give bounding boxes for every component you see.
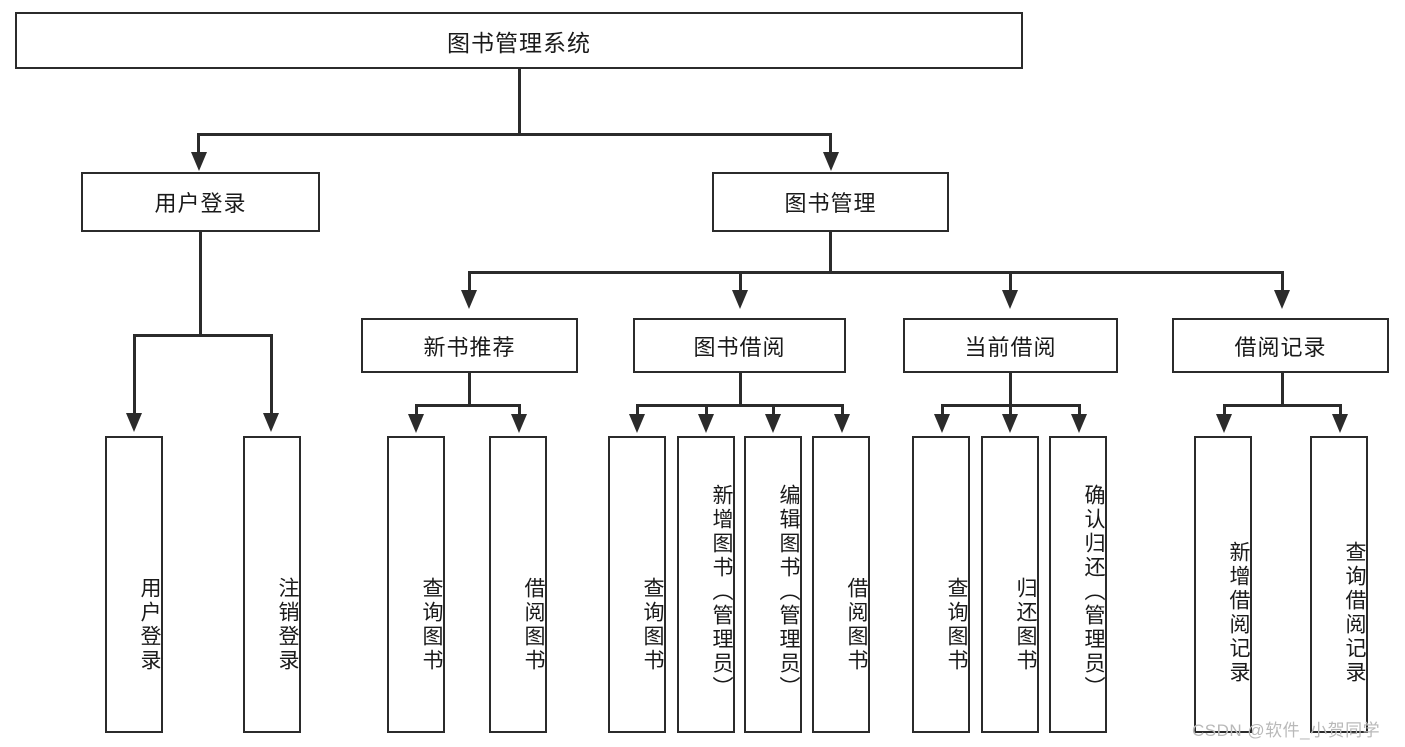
- connector-book-management-bus: [468, 271, 1282, 274]
- arrowhead-user-login: [191, 152, 207, 171]
- node-label: 新增借阅记录: [1227, 540, 1250, 685]
- connector-nbr-stem: [468, 373, 471, 406]
- node-label: 借阅图书: [522, 576, 545, 673]
- connector-bm-to-book-borrow: [739, 271, 742, 293]
- leaf-nbr-borrow-book[interactable]: 借阅图书: [489, 436, 547, 733]
- connector-root-to-user-login: [197, 133, 200, 156]
- node-label: 图书借阅: [693, 334, 786, 360]
- node-label: 用户登录: [138, 576, 161, 673]
- connector-bm-to-current-borrow: [1009, 271, 1012, 293]
- node-user-login[interactable]: 用户登录: [81, 172, 320, 232]
- connector-bb-to-leaf-3: [772, 404, 775, 417]
- arrowhead-leaf-user-login: [126, 413, 142, 432]
- arrowhead-book-management: [823, 152, 839, 171]
- node-label: 新增图书（管理员）: [710, 483, 733, 700]
- connector-nbr-to-leaf-1: [415, 404, 418, 417]
- arrowhead-cb-return-book: [1002, 414, 1018, 433]
- connector-nbr-to-leaf-2: [518, 404, 521, 417]
- connector-bm-to-new-book: [468, 271, 471, 293]
- leaf-bb-borrow-book[interactable]: 借阅图书: [812, 436, 870, 733]
- connector-bm-to-borrow-record: [1281, 271, 1284, 293]
- leaf-bb-add-book[interactable]: 新增图书（管理员）: [677, 436, 735, 733]
- node-label: 当前借阅: [964, 334, 1057, 360]
- node-label: 查询图书: [641, 576, 664, 673]
- arrowhead-leaf-logout: [263, 413, 279, 432]
- arrowhead-current-borrow: [1002, 290, 1018, 309]
- connector-root-bus: [197, 133, 831, 136]
- node-label: 图书管理系统: [447, 29, 591, 56]
- node-label: 新书推荐: [423, 334, 516, 360]
- arrowhead-borrow-record: [1274, 290, 1290, 309]
- leaf-cb-query-book[interactable]: 查询图书: [912, 436, 970, 733]
- node-label: 编辑图书（管理员）: [777, 483, 800, 700]
- leaf-logout[interactable]: 注销登录: [243, 436, 301, 733]
- watermark-text: CSDN @软件_小贺同学: [1192, 721, 1381, 740]
- leaf-br-add-record[interactable]: 新增借阅记录: [1194, 436, 1252, 733]
- connector-cb-to-leaf-1: [941, 404, 944, 417]
- leaf-bb-edit-book[interactable]: 编辑图书（管理员）: [744, 436, 802, 733]
- node-book-borrow[interactable]: 图书借阅: [633, 318, 846, 373]
- node-label: 借阅图书: [845, 576, 868, 673]
- connector-cb-to-leaf-3: [1078, 404, 1081, 417]
- connector-root-stem: [518, 69, 521, 135]
- connector-bb-to-leaf-4: [841, 404, 844, 417]
- arrowhead-cb-confirm-return: [1071, 414, 1087, 433]
- connector-book-management-stem: [829, 232, 832, 274]
- node-label: 借阅记录: [1234, 334, 1327, 360]
- node-label: 用户登录: [154, 191, 247, 216]
- node-label: 图书管理: [784, 191, 877, 216]
- node-label: 查询图书: [420, 576, 443, 673]
- leaf-user-login[interactable]: 用户登录: [105, 436, 163, 733]
- node-label: 查询图书: [945, 576, 968, 673]
- connector-br-bus: [1223, 404, 1342, 407]
- leaf-cb-confirm-return[interactable]: 确认归还（管理员）: [1049, 436, 1107, 733]
- arrowhead-book-borrow: [732, 290, 748, 309]
- node-root-book-management-system[interactable]: 图书管理系统: [15, 12, 1023, 69]
- arrowhead-nbr-borrow-book: [511, 414, 527, 433]
- leaf-nbr-query-book[interactable]: 查询图书: [387, 436, 445, 733]
- connector-cb-to-leaf-2: [1009, 404, 1012, 417]
- node-label: 归还图书: [1014, 576, 1037, 673]
- connector-root-to-book-management: [829, 133, 832, 156]
- node-current-borrow[interactable]: 当前借阅: [903, 318, 1118, 373]
- connector-bb-to-leaf-1: [636, 404, 639, 417]
- arrowhead-br-add-record: [1216, 414, 1232, 433]
- connector-user-login-to-leaf-2: [270, 334, 273, 416]
- arrowhead-nbr-query-book: [408, 414, 424, 433]
- arrowhead-bb-edit-book: [765, 414, 781, 433]
- connector-user-login-to-leaf-1: [133, 334, 136, 416]
- node-label: 注销登录: [276, 576, 299, 673]
- node-new-book-recommend[interactable]: 新书推荐: [361, 318, 578, 373]
- connector-user-login-bus: [133, 334, 272, 337]
- leaf-bb-query-book[interactable]: 查询图书: [608, 436, 666, 733]
- leaf-br-query-record[interactable]: 查询借阅记录: [1310, 436, 1368, 733]
- arrowhead-cb-query-book: [934, 414, 950, 433]
- node-book-management[interactable]: 图书管理: [712, 172, 949, 232]
- arrowhead-bb-add-book: [698, 414, 714, 433]
- connector-br-to-leaf-1: [1223, 404, 1226, 417]
- connector-bb-stem: [739, 373, 742, 406]
- connector-br-stem: [1281, 373, 1284, 406]
- arrowhead-new-book-recommend: [461, 290, 477, 309]
- connector-br-to-leaf-2: [1339, 404, 1342, 417]
- connector-bb-to-leaf-2: [705, 404, 708, 417]
- arrowhead-br-query-record: [1332, 414, 1348, 433]
- connector-bb-bus: [636, 404, 844, 407]
- leaf-cb-return-book[interactable]: 归还图书: [981, 436, 1039, 733]
- arrowhead-bb-query-book: [629, 414, 645, 433]
- connector-user-login-stem: [199, 232, 202, 336]
- connector-cb-stem: [1009, 373, 1012, 406]
- arrowhead-bb-borrow-book: [834, 414, 850, 433]
- connector-nbr-bus: [415, 404, 521, 407]
- node-label: 查询借阅记录: [1343, 540, 1366, 685]
- node-borrow-record[interactable]: 借阅记录: [1172, 318, 1389, 373]
- node-label: 确认归还（管理员）: [1082, 483, 1105, 700]
